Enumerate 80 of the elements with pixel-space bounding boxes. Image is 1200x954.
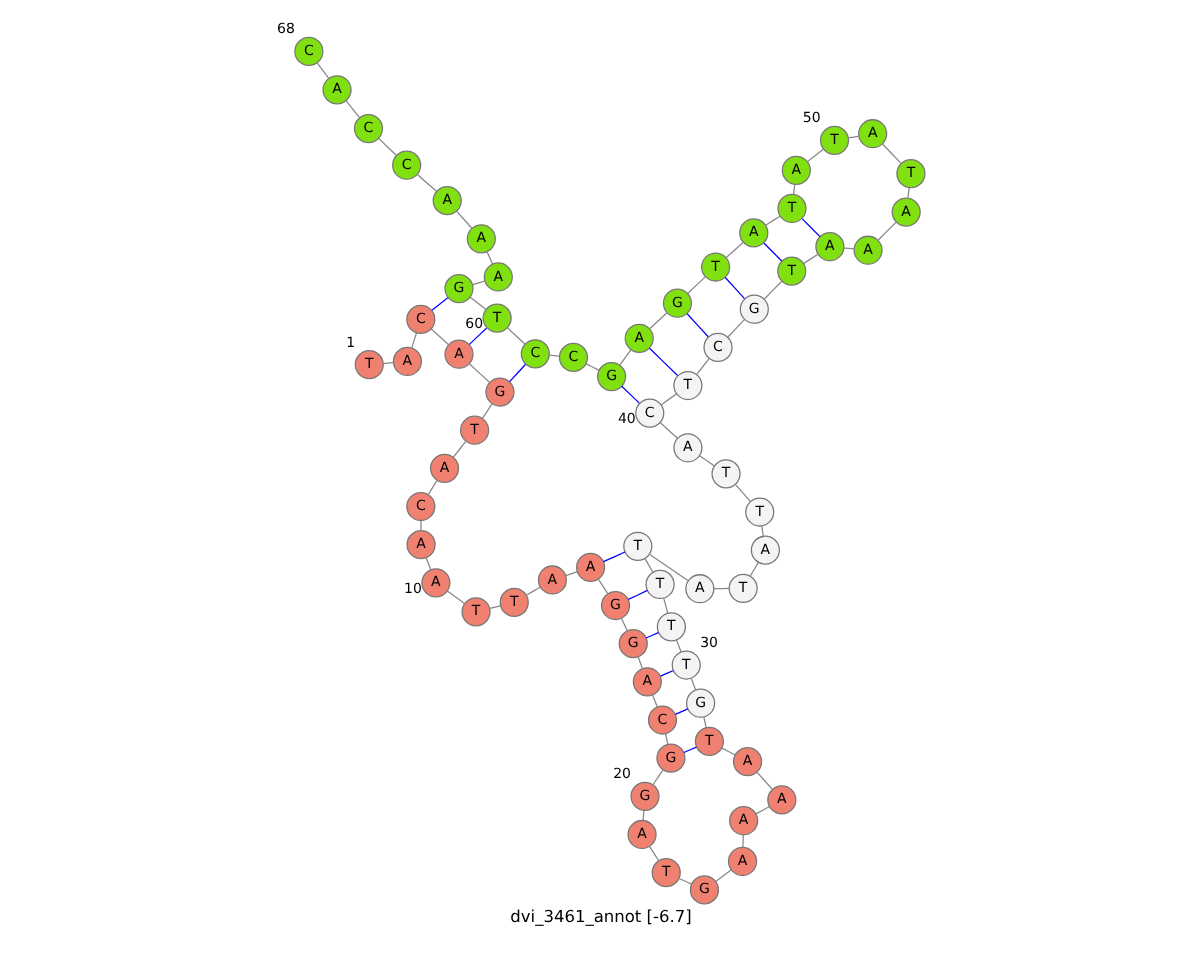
- connector: [842, 247, 854, 250]
- connector: [726, 318, 745, 338]
- connector: [880, 143, 901, 164]
- connector: [846, 135, 859, 139]
- connector: [659, 393, 676, 406]
- connector: [754, 806, 769, 815]
- connector: [626, 589, 648, 601]
- connector: [596, 578, 608, 595]
- connector: [802, 253, 818, 264]
- connector: [724, 241, 743, 259]
- connector: [524, 586, 540, 596]
- connector: [601, 551, 625, 563]
- connector: [697, 455, 715, 467]
- connector: [734, 484, 750, 502]
- connector: [648, 553, 688, 582]
- connector: [720, 747, 735, 756]
- connector: [806, 148, 823, 163]
- connector: [755, 771, 773, 791]
- connector: [377, 137, 396, 156]
- connector: [381, 361, 393, 365]
- connector: [468, 296, 486, 311]
- connector: [410, 332, 417, 349]
- connector: [426, 479, 437, 495]
- connector: [488, 605, 500, 610]
- connector: [619, 617, 627, 632]
- connector: [685, 313, 708, 338]
- connector: [685, 276, 705, 295]
- connector: [564, 571, 577, 577]
- connector: [648, 845, 659, 862]
- connector: [651, 769, 663, 786]
- connector: [620, 385, 639, 404]
- connector: [644, 631, 659, 639]
- connector: [507, 363, 526, 383]
- caption: dvi_3461_annot [-6.7]: [509, 906, 691, 927]
- connector: [800, 218, 820, 238]
- connector: [663, 733, 668, 745]
- connector: [748, 561, 758, 577]
- connector: [315, 62, 329, 80]
- connector: [419, 520, 421, 532]
- connector: [674, 639, 681, 653]
- connector: [760, 525, 763, 537]
- connector: [702, 716, 706, 729]
- connector: [662, 597, 668, 614]
- connector: [689, 677, 696, 691]
- connector: [584, 363, 599, 371]
- connector: [764, 215, 780, 226]
- connector: [485, 251, 493, 265]
- connector: [651, 694, 657, 708]
- connector: [876, 221, 896, 241]
- connector: [762, 280, 782, 300]
- connector: [723, 276, 745, 300]
- connector: [648, 312, 667, 330]
- connector: [429, 328, 448, 346]
- connector: [643, 557, 653, 573]
- connector: [454, 210, 472, 229]
- connector: [467, 363, 489, 383]
- connector: [658, 670, 673, 677]
- connector: [677, 877, 692, 885]
- connector: [344, 100, 360, 119]
- connector: [547, 354, 559, 357]
- connector: [695, 358, 709, 375]
- connector: [658, 422, 678, 439]
- connector: [791, 183, 795, 195]
- connector: [451, 440, 466, 458]
- connector: [416, 174, 437, 192]
- connector: [618, 349, 631, 366]
- connector: [741, 834, 743, 848]
- connector: [424, 557, 431, 571]
- connector: [467, 327, 487, 345]
- connector: [647, 347, 678, 377]
- connector: [906, 187, 909, 199]
- connector: [471, 280, 485, 286]
- connector: [506, 327, 525, 345]
- connector: [682, 746, 696, 754]
- connector: [430, 297, 448, 311]
- connector: [673, 708, 688, 715]
- connector: [714, 869, 731, 883]
- connector: [762, 242, 782, 262]
- connector: [445, 590, 465, 605]
- connector: [636, 656, 643, 670]
